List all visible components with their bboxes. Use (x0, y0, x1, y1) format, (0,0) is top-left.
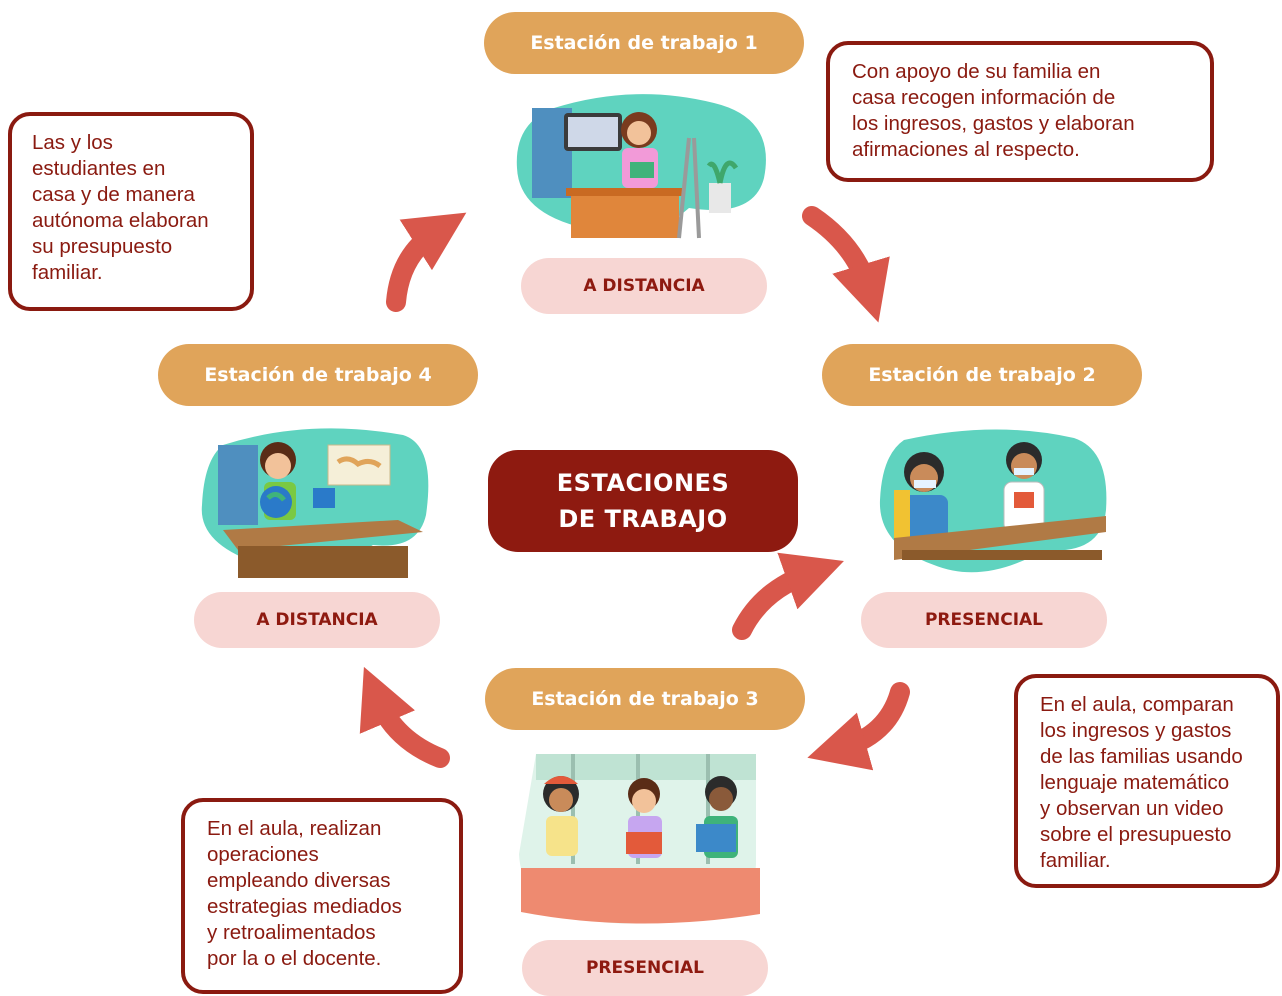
note-line: lenguaje matemático (1040, 771, 1230, 794)
note-line: familiar. (32, 261, 103, 284)
station-1-mode: A DISTANCIA (521, 258, 767, 314)
note-line: estudiantes en (32, 157, 166, 180)
center-title-line2: DE TRABAJO (558, 505, 728, 533)
note-line: afirmaciones al respecto. (852, 138, 1080, 161)
station-2-label: Estación de trabajo 2 (822, 344, 1142, 406)
note-line: En el aula, comparan (1040, 693, 1234, 716)
arrow-3-to-2 (732, 552, 844, 640)
note-line: En el aula, realizan (207, 817, 382, 840)
note-line: los ingresos y gastos (1040, 719, 1232, 742)
center-title: ESTACIONES DE TRABAJO (488, 450, 798, 552)
arrow-4-to-1 (386, 212, 467, 312)
arrow-1-to-2 (802, 206, 890, 323)
station-4-note: Las y los estudiantes en casa y de maner… (8, 112, 254, 311)
station-4-label: Estación de trabajo 4 (158, 344, 478, 406)
note-line: estrategias mediados (207, 895, 402, 918)
note-line: operaciones (207, 843, 319, 866)
note-line: autónoma elaboran (32, 209, 209, 232)
arrow-3-to-4 (359, 666, 450, 768)
note-line: casa y de manera (32, 183, 195, 206)
note-line: empleando diversas (207, 869, 391, 892)
station-2-illustration (879, 429, 1107, 573)
note-line: Con apoyo de su familia en (852, 60, 1101, 83)
note-line: sobre el presupuesto (1040, 823, 1232, 846)
station-1-note: Con apoyo de su familia en casa recogen … (826, 41, 1214, 182)
station-3-note: En el aula, realizan operaciones emplean… (181, 798, 463, 994)
station-4-illustration (201, 428, 429, 578)
station-2-mode: PRESENCIAL (861, 592, 1107, 648)
note-line: su presupuesto (32, 235, 173, 258)
station-1-label: Estación de trabajo 1 (484, 12, 804, 74)
note-line: de las familias usando (1040, 745, 1243, 768)
note-line: por la o el docente. (207, 947, 382, 970)
station-3-illustration (519, 754, 760, 924)
station-1-illustration (516, 94, 766, 239)
station-4-mode: A DISTANCIA (194, 592, 440, 648)
note-line: y retroalimentados (207, 921, 376, 944)
station-3-label: Estación de trabajo 3 (485, 668, 805, 730)
station-3-mode: PRESENCIAL (522, 940, 768, 996)
note-line: y observan un video (1040, 797, 1224, 820)
arrow-2-to-3 (807, 682, 910, 771)
note-line: Las y los (32, 131, 113, 154)
note-line: los ingresos, gastos y elaboran (852, 112, 1135, 135)
note-line: familiar. (1040, 849, 1111, 872)
center-title-line1: ESTACIONES (556, 469, 730, 497)
station-2-note: En el aula, comparan los ingresos y gast… (1014, 674, 1280, 888)
note-line: casa recogen información de (852, 86, 1116, 109)
